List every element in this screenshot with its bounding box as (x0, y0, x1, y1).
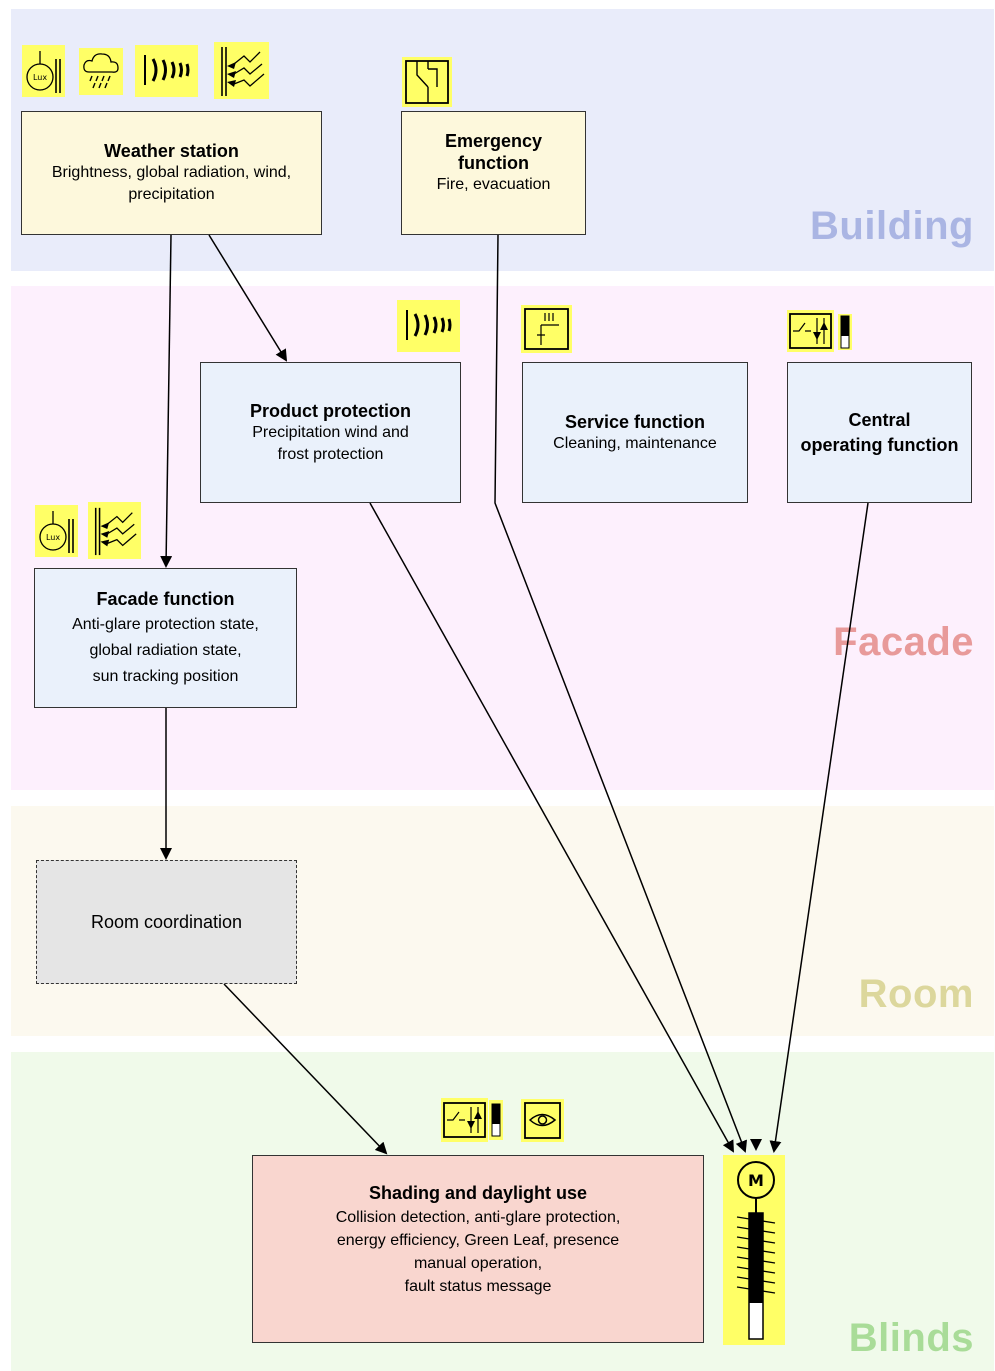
blind-position-icon-2 (489, 1100, 503, 1140)
central-operating-title-2: operating function (800, 434, 959, 455)
wind-sensor-icon-2 (397, 300, 460, 352)
shading-daylight-title: Shading and daylight use (368, 1183, 588, 1203)
zone-label-room: Room (858, 972, 974, 1016)
svg-text:Lux: Lux (33, 73, 47, 82)
zone-label-blinds: Blinds (848, 1316, 974, 1360)
facade-function-line-1: Anti-glare protection state, (72, 616, 259, 633)
global-radiation-sensor-icon (214, 42, 269, 99)
svg-text:M: M (748, 1171, 764, 1190)
emergency-function-box: Emergency function Fire, evacuation (401, 111, 586, 235)
weather-station-line-1: Brightness, global radiation, wind, (51, 164, 292, 181)
service-function-sub: Cleaning, maintenance (553, 434, 717, 452)
svg-text:Lux: Lux (46, 533, 60, 542)
product-protection-line-1: Precipitation wind and (252, 423, 409, 441)
shading-daylight-line-4: fault status message (404, 1278, 552, 1295)
shading-daylight-line-1: Collision detection, anti-glare protecti… (335, 1209, 621, 1226)
rain-sensor-icon (79, 48, 123, 95)
up-down-control-icon (787, 310, 834, 352)
facade-function-box: Facade function Anti-glare protection st… (34, 568, 297, 708)
room-coordination-box: Room coordination (36, 860, 297, 984)
facade-function-title: Facade function (96, 589, 235, 609)
emergency-function-title-1: Emergency (444, 131, 543, 151)
product-protection-box: Product protection Precipitation wind an… (200, 362, 461, 503)
product-protection-line-2: frost protection (277, 445, 384, 463)
zone-label-building: Building (810, 204, 974, 248)
facade-function-line-2: global radiation state, (89, 642, 242, 659)
service-function-title: Service function (564, 411, 706, 432)
central-operating-box: Central operating function (787, 362, 972, 503)
lux-sensor-icon: Lux (22, 45, 65, 97)
central-operating-title-1: Central (848, 409, 911, 430)
weather-station-title: Weather station (104, 141, 239, 161)
shading-daylight-line-2: energy efficiency, Green Leaf, presence (336, 1232, 620, 1249)
zone-label-facade: Facade (833, 620, 974, 664)
facade-function-line-3: sun tracking position (92, 668, 239, 685)
emergency-switch-icon (402, 57, 452, 107)
blind-position-icon (838, 314, 852, 350)
room-coordination-label: Room coordination (90, 912, 243, 932)
shading-daylight-line-3: manual operation, (413, 1255, 543, 1272)
up-down-control-icon-2 (441, 1098, 488, 1142)
service-function-box: Service function Cleaning, maintenance (522, 362, 748, 503)
wind-sensor-icon (135, 45, 198, 97)
weather-station-line-2: precipitation (128, 186, 215, 203)
service-switch-icon (521, 305, 572, 353)
shading-daylight-box: Shading and daylight use Collision detec… (252, 1155, 704, 1343)
presence-eye-icon (521, 1099, 564, 1142)
motor-blind-actuator-icon: M (723, 1155, 785, 1345)
weather-station-box: Weather station Brightness, global radia… (21, 111, 322, 235)
emergency-function-title-2: function (458, 153, 529, 173)
product-protection-title: Product protection (250, 400, 411, 421)
emergency-function-sub: Fire, evacuation (436, 176, 551, 193)
lux-sensor-icon-2: Lux (35, 505, 78, 557)
global-radiation-sensor-icon-2 (88, 502, 141, 559)
